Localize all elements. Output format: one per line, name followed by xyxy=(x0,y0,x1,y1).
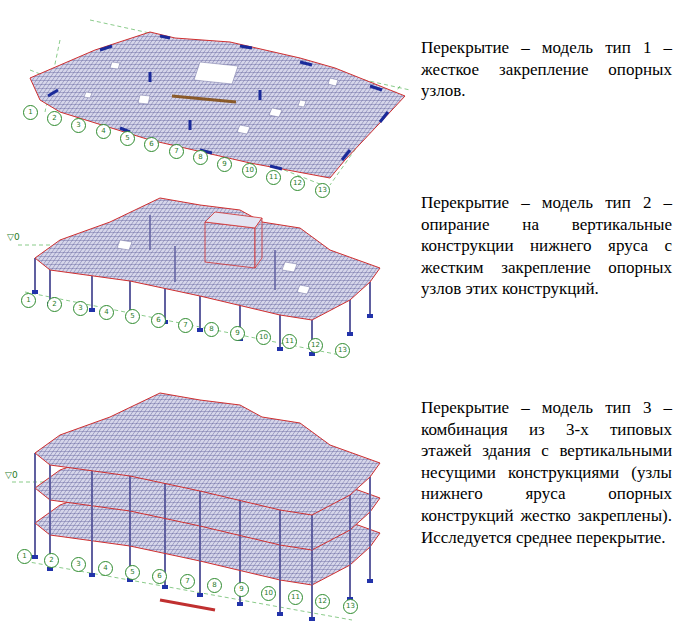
axis-number: 1 xyxy=(17,549,32,564)
axis-number: 6 xyxy=(151,313,166,328)
model-description: Перекрытие – модель тип 1 – жесткое закр… xyxy=(421,37,672,102)
axis-number: 10 xyxy=(256,330,271,345)
axis-number: 3 xyxy=(71,557,86,572)
axis-number: 13 xyxy=(335,343,350,358)
axis-number: 4 xyxy=(98,561,113,576)
axis-number: 11 xyxy=(288,590,303,605)
axis-number: 8 xyxy=(193,150,208,165)
axis-number: 3 xyxy=(73,301,88,316)
axis-number: 12 xyxy=(308,338,323,353)
model-3 xyxy=(12,393,380,621)
axis-number: 10 xyxy=(261,586,276,601)
level-mark: ▽0 xyxy=(6,232,21,243)
axis-number: 9 xyxy=(217,157,232,172)
axis-number: 12 xyxy=(315,594,330,609)
axis-number: 5 xyxy=(125,309,140,324)
axis-number: 7 xyxy=(169,144,184,159)
axis-number: 11 xyxy=(282,334,297,349)
axis-number: 12 xyxy=(290,176,305,191)
axis-number: 3 xyxy=(71,118,86,133)
model-description: Перекрытие – модель тип 2 – опирание на … xyxy=(421,192,672,300)
axis-number: 4 xyxy=(99,305,114,320)
axis-number: 6 xyxy=(152,569,167,584)
axis-number: 9 xyxy=(234,582,249,597)
model-2 xyxy=(18,198,380,356)
axis-number: 7 xyxy=(180,574,195,589)
axis-number: 2 xyxy=(47,297,62,312)
axis-number: 10 xyxy=(242,163,257,178)
axis-number: 13 xyxy=(343,599,358,614)
axis-number: 9 xyxy=(230,326,245,341)
model-description: Перекрытие – модель тип 3 – комбинация и… xyxy=(421,397,672,548)
axis-number: 2 xyxy=(47,111,62,126)
axis-number: 2 xyxy=(44,553,59,568)
axis-number: 5 xyxy=(125,565,140,580)
model-1 xyxy=(30,20,410,188)
axis-number: 7 xyxy=(178,318,193,333)
level-mark: ▽0 xyxy=(4,470,19,481)
axis-number: 5 xyxy=(120,131,135,146)
axis-number: 8 xyxy=(207,578,222,593)
axis-number: 6 xyxy=(144,137,159,152)
axis-number: 8 xyxy=(204,322,219,337)
axis-number: 1 xyxy=(21,293,36,308)
axis-number: 4 xyxy=(96,124,111,139)
axis-number: 11 xyxy=(266,170,281,185)
axis-number: 1 xyxy=(23,105,38,120)
axis-number: 13 xyxy=(315,183,330,198)
